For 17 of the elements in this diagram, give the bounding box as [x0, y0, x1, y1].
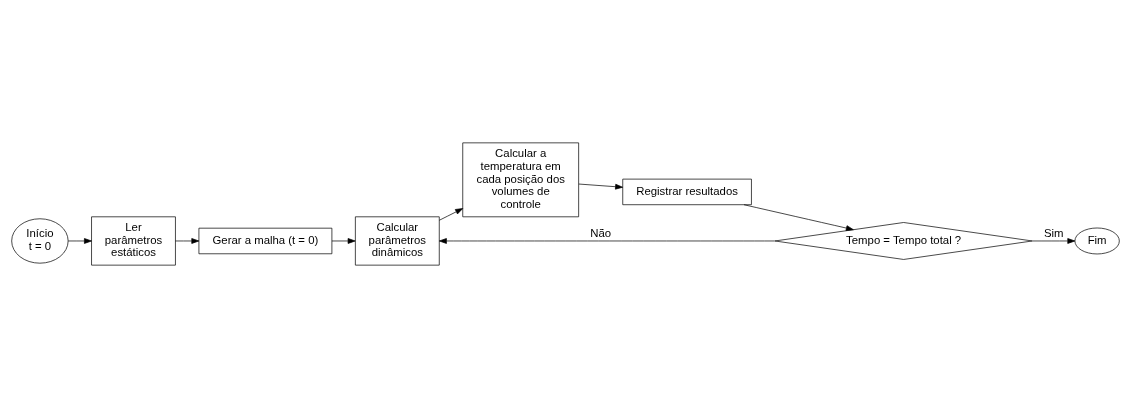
edge-label: Não — [590, 226, 612, 239]
arrow — [439, 237, 776, 244]
arrow — [67, 237, 92, 244]
arrow — [331, 237, 356, 244]
node-box: Ler parâmetros estáticos — [91, 215, 176, 265]
node-box: Calcular parâmetros dinâmicos — [355, 215, 440, 265]
node-ellipse: Fim — [1074, 227, 1120, 254]
node-box: Calcular a temperatura em cada posição dos volumes de controle — [462, 142, 579, 217]
arrow — [175, 237, 200, 244]
arrow — [578, 183, 623, 190]
arrow — [1032, 237, 1076, 244]
arrow — [438, 207, 464, 221]
node-box: Registrar resultados — [622, 178, 752, 205]
node-ellipse: Início t = 0 — [11, 217, 69, 264]
node-box: Gerar a malha (t = 0) — [198, 227, 333, 254]
arrow — [743, 203, 854, 231]
edge-label: Sim — [1043, 226, 1064, 239]
